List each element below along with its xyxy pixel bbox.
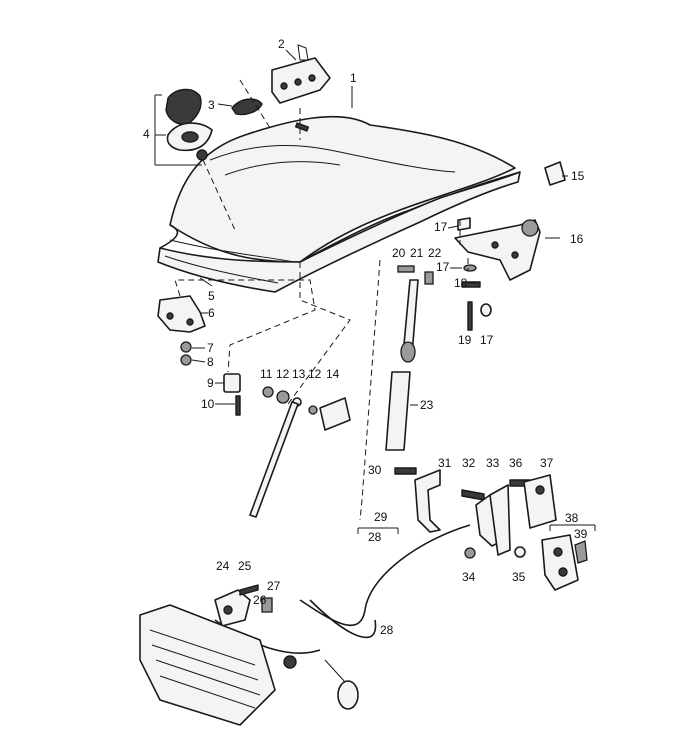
part-callouts: 1 2 3 4 5 6 7 8 9 10 11 12 13 12 14 15 1… (143, 37, 588, 637)
rubber-buffer (223, 373, 241, 416)
callout-18: 18 (454, 276, 468, 290)
callout-39: 39 (574, 527, 588, 541)
group-brackets (357, 524, 596, 534)
callout-15: 15 (571, 169, 585, 183)
assembly-dashed-lines (174, 79, 469, 521)
callout-5: 5 (208, 289, 215, 303)
callout-32: 32 (462, 456, 476, 470)
lid-hinge-lower (157, 295, 206, 366)
callout-28b: 28 (380, 623, 394, 637)
callout-10: 10 (201, 397, 215, 411)
callout-21: 21 (410, 246, 424, 260)
lid-hinge-right (454, 217, 541, 331)
gas-strut-left (249, 401, 299, 518)
callout-16: 16 (570, 232, 584, 246)
callout-2: 2 (278, 37, 285, 51)
strut-sleeve (385, 371, 411, 451)
emblem-script (231, 98, 263, 116)
lock-cylinder-assembly (541, 534, 588, 591)
leader-lines (154, 49, 568, 406)
callout-6: 6 (208, 306, 215, 320)
callout-27: 27 (267, 579, 281, 593)
strut-mount-small-parts (262, 386, 351, 431)
callout-38: 38 (565, 511, 579, 525)
callout-4: 4 (143, 127, 150, 141)
callout-36: 36 (509, 456, 523, 470)
callout-9: 9 (207, 376, 214, 390)
callout-7: 7 (207, 341, 214, 355)
callout-26: 26 (253, 593, 267, 607)
callout-3: 3 (208, 98, 215, 112)
callout-24: 24 (216, 559, 230, 573)
gas-strut-right (397, 265, 434, 363)
lock-bracket-plate (271, 44, 331, 104)
callout-11: 11 (260, 367, 273, 381)
callout-12b: 12 (308, 367, 322, 381)
callout-12a: 12 (276, 367, 290, 381)
radiator-grille (139, 604, 276, 726)
callout-13: 13 (292, 367, 306, 381)
latch-mechanism (394, 467, 557, 559)
callout-17b: 17 (436, 260, 450, 274)
callout-17c: 17 (480, 333, 494, 347)
callout-20: 20 (392, 246, 406, 260)
callout-35: 35 (512, 570, 526, 584)
callout-25: 25 (238, 559, 252, 573)
callout-37: 37 (540, 456, 554, 470)
callout-29: 29 (374, 510, 388, 524)
lid-hinge-upper-right (544, 161, 566, 186)
callout-28a: 28 (368, 530, 382, 544)
callout-23: 23 (420, 398, 434, 412)
callout-1: 1 (350, 71, 357, 85)
callout-14: 14 (326, 367, 340, 381)
callout-17a: 17 (434, 220, 448, 234)
callout-8: 8 (207, 355, 214, 369)
callout-19: 19 (458, 333, 472, 347)
callout-30: 30 (368, 463, 382, 477)
emblem-crest (165, 88, 213, 161)
callout-33: 33 (486, 456, 500, 470)
release-lever (214, 584, 297, 669)
callout-34: 34 (462, 570, 476, 584)
callout-22: 22 (428, 246, 442, 260)
callout-31: 31 (438, 456, 452, 470)
